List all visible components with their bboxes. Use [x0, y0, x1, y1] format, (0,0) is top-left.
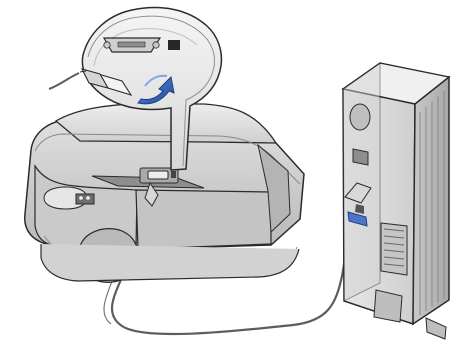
callout-usb-port — [168, 40, 180, 50]
tower-left-shadow — [343, 63, 380, 301]
printer — [25, 104, 304, 282]
printer-led-left — [79, 196, 83, 200]
parallel-port-icon — [148, 171, 168, 179]
computer-tower — [343, 63, 449, 339]
tower-foot-right — [426, 318, 446, 339]
callout-screw-right — [153, 42, 159, 48]
tower-port-block — [353, 149, 368, 165]
tower-foot-left — [374, 290, 402, 322]
printer-top-cover — [56, 104, 276, 143]
callout-parallel-pins — [118, 42, 145, 47]
usb-port-icon — [171, 171, 176, 178]
printer-port-cover — [76, 194, 94, 204]
tower-fan-vent — [350, 104, 370, 130]
callout-cable — [49, 73, 79, 89]
printer-base — [41, 244, 299, 281]
callout-screw-left — [104, 42, 110, 48]
printer-led-right — [86, 196, 90, 200]
